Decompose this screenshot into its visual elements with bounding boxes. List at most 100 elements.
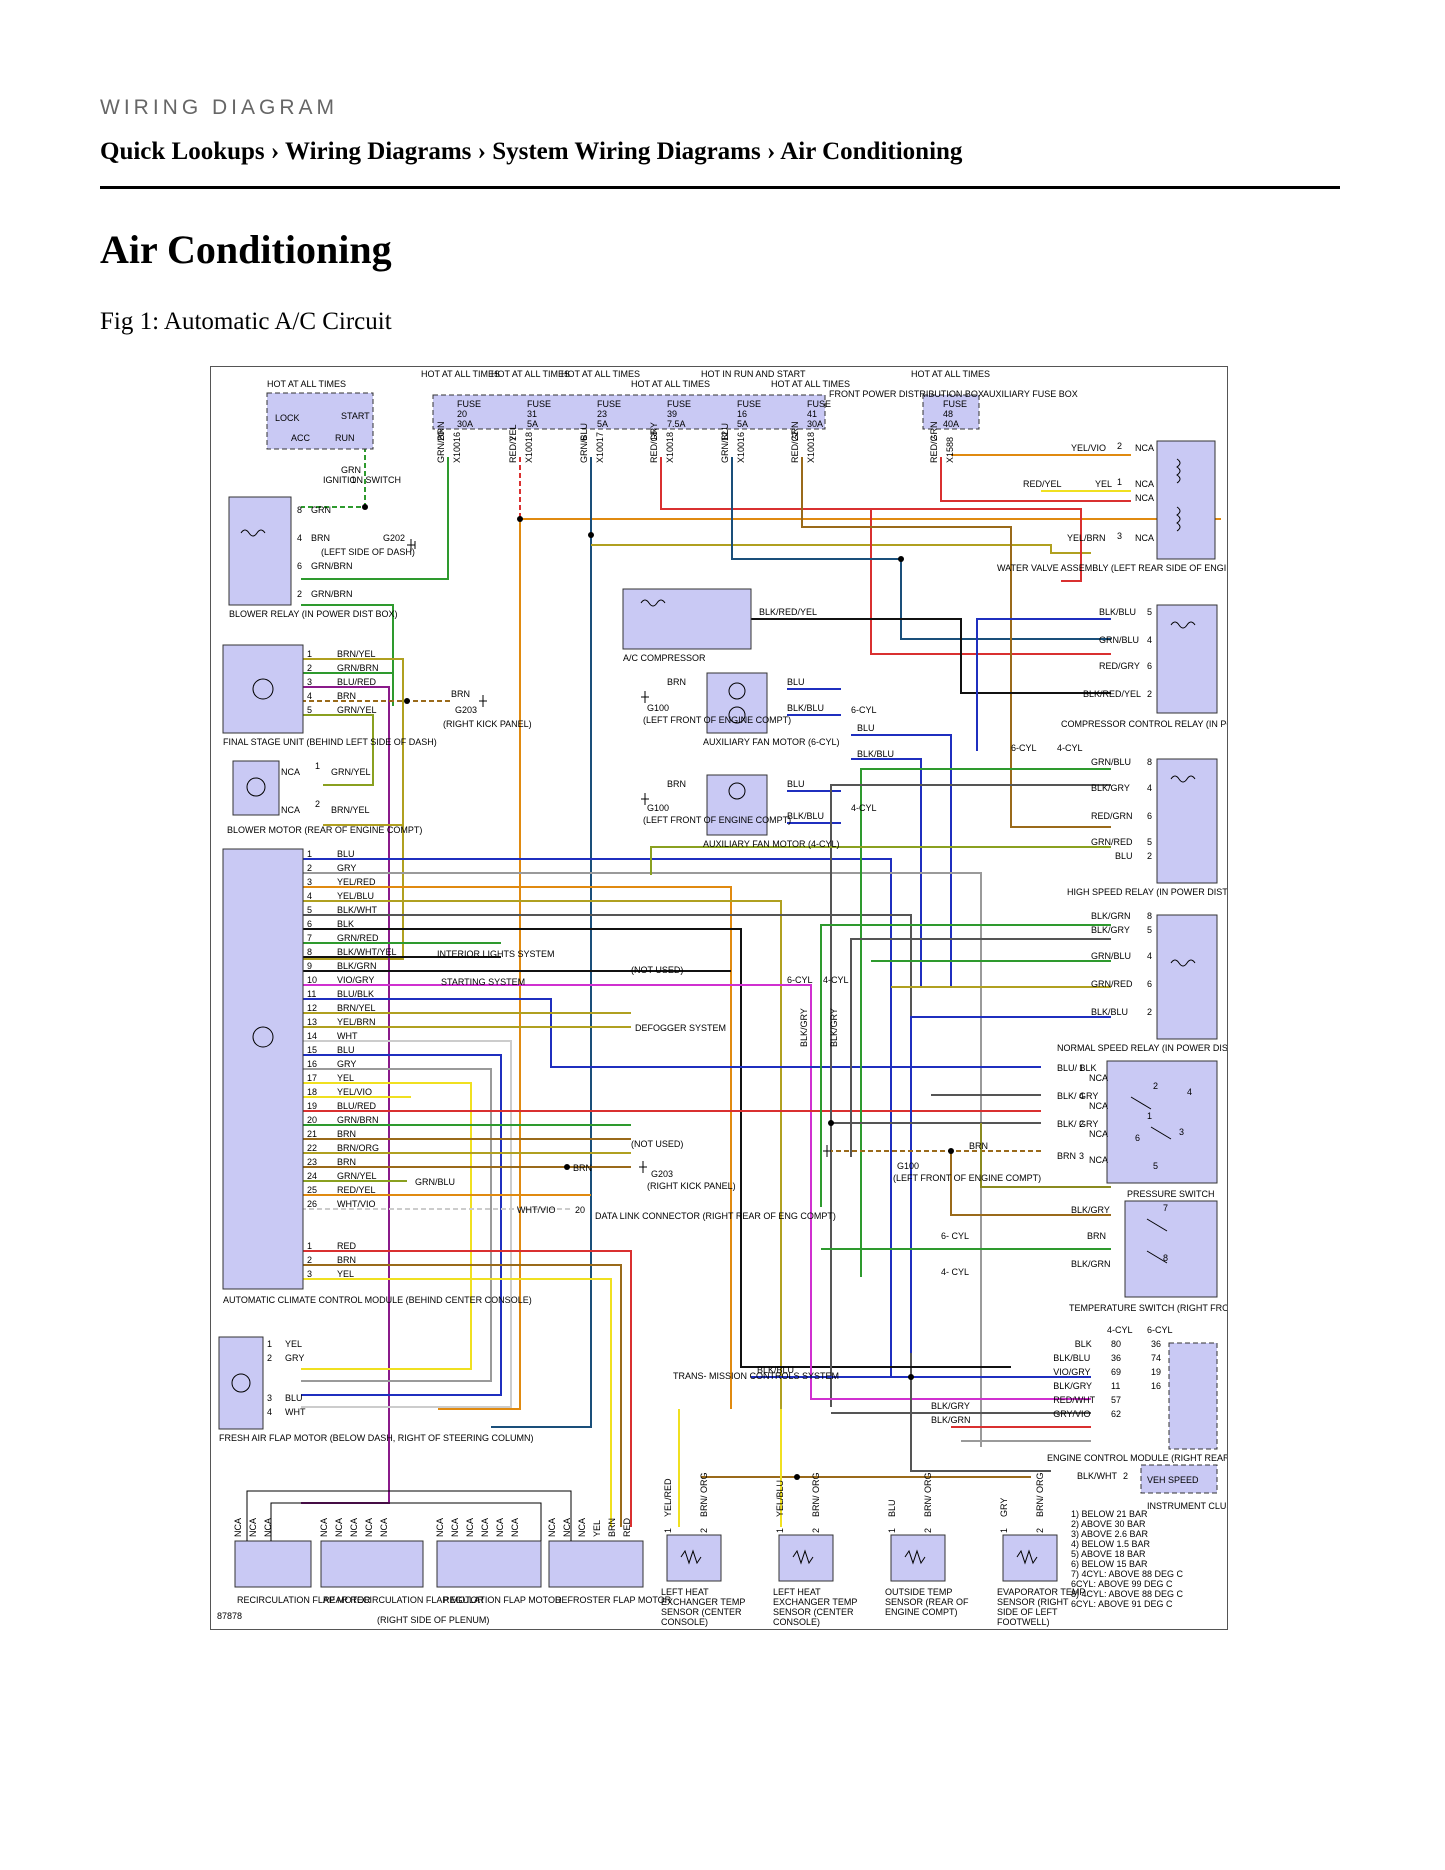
module-ref-wht-vio: WHT/VIO bbox=[517, 1205, 556, 1215]
legend-note: 6CYL: ABOVE 99 DEG C bbox=[1071, 1579, 1173, 1589]
fuse-amp: 5A bbox=[737, 419, 748, 429]
ns-relay-pin: 2 bbox=[1147, 1007, 1152, 1017]
fuse-wire-label: GRN/BLU bbox=[579, 423, 589, 463]
module-pin-number: 21 bbox=[307, 1129, 317, 1139]
fs-pin: 5 bbox=[307, 705, 312, 715]
fuse-connector-label: X10018 bbox=[806, 432, 816, 463]
fuse-pin-label: 12 bbox=[720, 431, 730, 441]
splice-dot bbox=[948, 1148, 954, 1154]
breadcrumb-item-system-wiring-diagrams[interactable]: System Wiring Diagrams bbox=[492, 138, 761, 165]
sensor-left-heat-2-box bbox=[778, 1534, 834, 1582]
aux-fan4-label: AUXILIARY FAN MOTOR (4-CYL) bbox=[703, 839, 840, 849]
fuse-amp: 30A bbox=[807, 419, 823, 429]
hot-label: HOT AT ALL TIMES bbox=[911, 369, 990, 379]
blower-motor-wire: GRN/YEL bbox=[331, 767, 371, 777]
fuse-pin-label: 20 bbox=[436, 431, 446, 441]
ts-wire: BLK/GRY bbox=[1071, 1205, 1110, 1215]
blower-relay-wire: BRN bbox=[311, 533, 330, 543]
flap-motor-regulation-box bbox=[436, 1540, 542, 1588]
aux-fan6-blu: BLU bbox=[787, 677, 805, 687]
aux-fan6-motor-icon bbox=[728, 682, 746, 700]
blower-relay-pin: 6 bbox=[297, 561, 302, 571]
ecm-row-wire: BLK bbox=[1075, 1339, 1092, 1349]
legend-note: 1) BELOW 21 BAR bbox=[1071, 1509, 1148, 1519]
fam-wire: YEL bbox=[285, 1339, 302, 1349]
wire-brn-yel-fs bbox=[301, 658, 404, 960]
temp-switch-box bbox=[1124, 1200, 1218, 1298]
water-valve-red-yel: RED/YEL bbox=[1023, 479, 1062, 489]
flap-wire-label: NCA bbox=[562, 1518, 572, 1537]
module-pin-wire: RED/YEL bbox=[337, 1185, 376, 1195]
water-valve-pin: 2 bbox=[1117, 441, 1122, 451]
ground-g202-note: (LEFT SIDE OF DASH) bbox=[321, 547, 415, 557]
ps-contact: 5 bbox=[1153, 1161, 1158, 1171]
sensor-label: SENSOR (CENTER bbox=[661, 1607, 742, 1617]
compressor-relay-pin: 2 bbox=[1147, 689, 1152, 699]
ecm-box bbox=[1168, 1342, 1218, 1450]
module-pin-wire: GRN/RED bbox=[337, 933, 379, 943]
wire-yel-red-p3 bbox=[301, 886, 732, 1409]
wire-blk-blu-comp bbox=[976, 618, 1111, 751]
fuse-pin-label: 2 bbox=[508, 436, 518, 441]
fs-pin: 4 bbox=[307, 691, 312, 701]
ac-compressor-coil-icon bbox=[640, 599, 666, 607]
breadcrumb-item-air-conditioning[interactable]: Air Conditioning bbox=[780, 138, 963, 165]
wire-grn-blu-hs bbox=[860, 768, 1111, 1277]
module-pin-number: 11 bbox=[307, 989, 316, 999]
aux-fan6-ground: G100 bbox=[647, 703, 669, 713]
ecm-row-pin-6cyl: 19 bbox=[1151, 1367, 1161, 1377]
front-fuse-box-label: FRONT POWER DISTRIBUTION BOX bbox=[829, 389, 984, 399]
flap-motor-label: RECIRCULATION FLAP MOTOR bbox=[237, 1595, 371, 1605]
wire-wht-p14 bbox=[301, 1040, 512, 1408]
ps-contact: 1 bbox=[1147, 1111, 1152, 1121]
water-valve-coil2-icon bbox=[1176, 506, 1181, 532]
breadcrumb-item-wiring-diagrams[interactable]: Wiring Diagrams bbox=[285, 138, 472, 165]
module-pin-number: 12 bbox=[307, 1003, 317, 1013]
fuse-connector-label: X10016 bbox=[736, 432, 746, 463]
aux-fan4-motor-icon bbox=[728, 782, 746, 800]
wire-blu-p15 bbox=[301, 1054, 502, 1396]
water-valve-nca: NCA bbox=[1135, 493, 1154, 503]
fuse-pin-label: 2 bbox=[929, 436, 939, 441]
breadcrumb-item-quick-lookups[interactable]: Quick Lookups bbox=[100, 138, 265, 165]
ns-relay-wire: GRN/RED bbox=[1091, 979, 1133, 989]
module-pin-wire: BRN bbox=[337, 1129, 356, 1139]
fuse-pin-label: 22 bbox=[790, 431, 800, 441]
ps-nca: NCA bbox=[1089, 1155, 1108, 1165]
compressor-relay-6cyl: 6-CYL bbox=[1011, 743, 1037, 753]
fresh-air-motor-label: FRESH AIR FLAP MOTOR (BELOW DASH, RIGHT … bbox=[219, 1433, 534, 1443]
hs-relay-pin: 5 bbox=[1147, 837, 1152, 847]
wire-grn-red-hs bbox=[650, 846, 1111, 875]
module-pin-number: 14 bbox=[307, 1031, 317, 1041]
module-ground-g203-note: (RIGHT KICK PANEL) bbox=[647, 1181, 736, 1191]
ignition-pos-acc: ACC bbox=[291, 433, 311, 443]
fresh-air-motor-icon bbox=[231, 1373, 251, 1393]
wiring-diagram-svg: HOT AT ALL TIMES HOT AT ALL TIMES HOT AT… bbox=[217, 369, 1227, 1627]
compressor-relay-coil-icon bbox=[1170, 621, 1196, 629]
blower-relay-wire: GRN/BRN bbox=[311, 561, 353, 571]
fuse-name: FUSE bbox=[527, 399, 551, 409]
module-ref-grn-blu: GRN/BLU bbox=[415, 1177, 455, 1187]
ecm-row-pin-4cyl: 69 bbox=[1111, 1367, 1121, 1377]
fuse-name: FUSE bbox=[737, 399, 761, 409]
fuse-pin-label: 6 bbox=[579, 436, 589, 441]
sensor-wire: YEL/BLU bbox=[775, 1480, 785, 1517]
water-valve-wire: YEL bbox=[1095, 479, 1112, 489]
module-pin-wire: GRN/BRN bbox=[337, 1115, 379, 1125]
ecm-row-wire: GRY/VIO bbox=[1053, 1409, 1090, 1419]
aux-fan6-label: AUXILIARY FAN MOTOR (6-CYL) bbox=[703, 737, 840, 747]
sensor-wire: YEL/RED bbox=[663, 1478, 673, 1517]
fuse-num: 31 bbox=[527, 409, 537, 419]
sensor-pin: 1 bbox=[663, 1528, 673, 1533]
diagram-labels: HOT AT ALL TIMES HOT AT ALL TIMES HOT AT… bbox=[217, 369, 1227, 1627]
ps-ground: G100 bbox=[897, 1161, 919, 1171]
header-rule bbox=[100, 186, 1340, 189]
ecm-row-pin-6cyl: 74 bbox=[1151, 1353, 1161, 1363]
wire-blk-blu-6cyl bbox=[851, 758, 922, 987]
transmission-wire: BLK/BLU bbox=[757, 1365, 794, 1375]
blower-motor-nca: NCA bbox=[281, 805, 300, 815]
module-ref-defogger: DEFOGGER SYSTEM bbox=[635, 1023, 726, 1033]
fam-wire: BLU bbox=[285, 1393, 303, 1403]
ns-relay-pin: 4 bbox=[1147, 951, 1152, 961]
